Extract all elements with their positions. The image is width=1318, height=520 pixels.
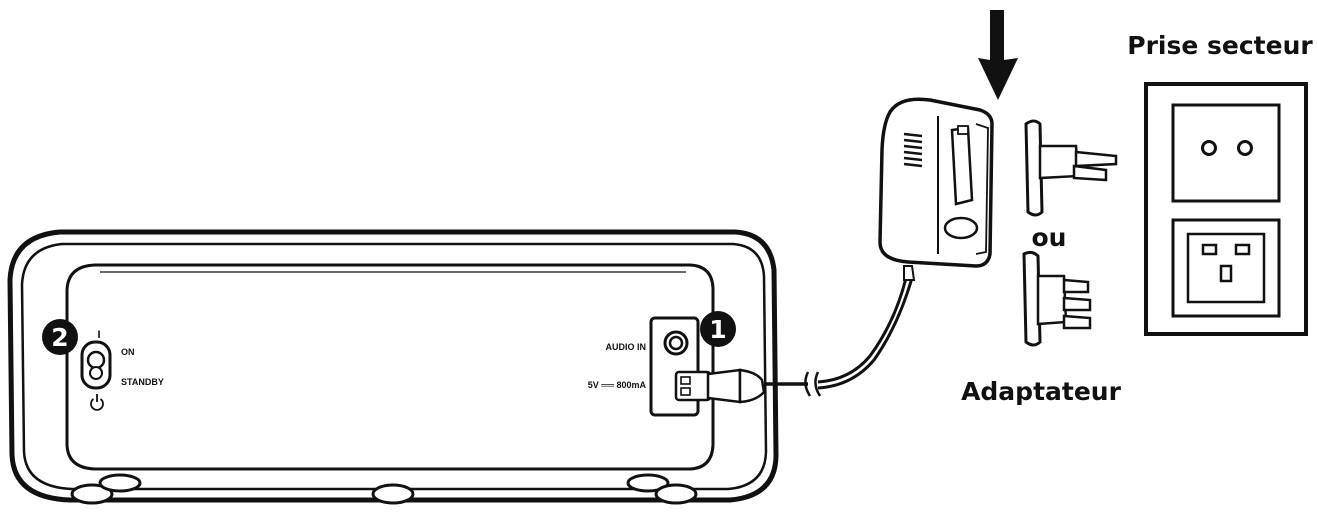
uk-socket <box>1171 218 1281 318</box>
audio-in-jack[interactable] <box>663 330 689 356</box>
eu-plug-adapter <box>1024 119 1118 217</box>
power-cable <box>764 265 916 397</box>
step-one-badge: 1 <box>700 311 736 347</box>
power-rating-label: 5V ══ 800mA <box>588 380 647 390</box>
adapter-label: Adaptateur <box>961 377 1122 406</box>
speaker-feet <box>70 473 698 505</box>
uk-plug-adapter <box>1022 250 1092 347</box>
speaker-back-panel <box>7 229 779 503</box>
step-two-badge: 2 <box>42 319 78 355</box>
audio-in-label: AUDIO IN <box>606 342 647 352</box>
step-two-number: 2 <box>51 323 68 352</box>
power-switch[interactable] <box>80 340 112 390</box>
switch-on-label: ON <box>121 347 135 357</box>
step-one-number: 1 <box>709 315 726 344</box>
usb-plug-icon[interactable] <box>674 368 766 404</box>
wall-socket-label: Prise secteur <box>1127 31 1313 60</box>
down-arrow-icon <box>978 10 1018 100</box>
power-standby-icon <box>90 394 104 411</box>
switch-standby-label: STANDBY <box>121 377 164 387</box>
eu-socket <box>1171 103 1281 203</box>
or-label: ou <box>1032 223 1067 252</box>
power-adapter <box>878 97 994 268</box>
switch-on-mark: I <box>97 329 100 341</box>
